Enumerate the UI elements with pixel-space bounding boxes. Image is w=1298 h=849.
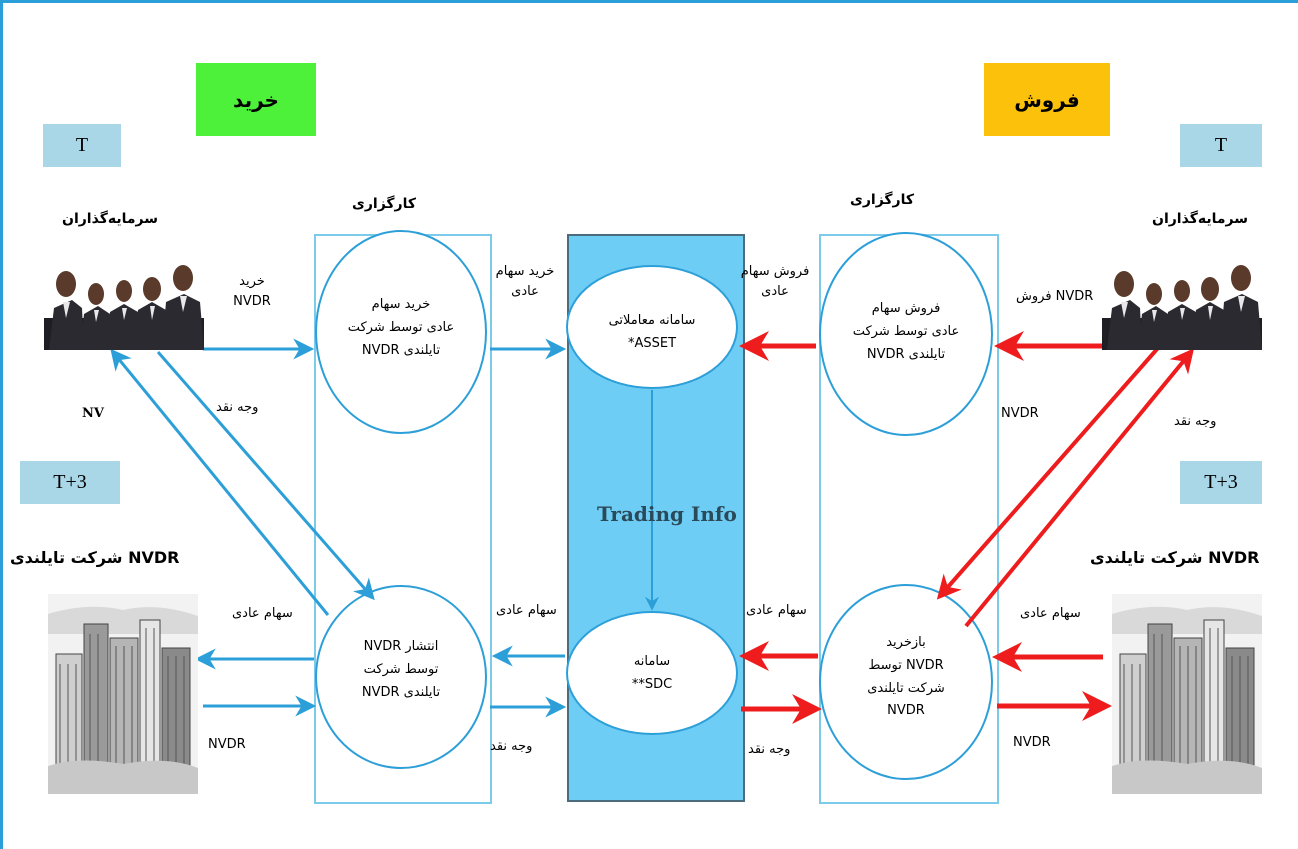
time-box-t-right: T (1180, 124, 1262, 167)
time-box-t3-left: T+3 (20, 461, 120, 504)
circle-line: شرکت تایلندی (867, 680, 945, 696)
circle-buyback (819, 584, 993, 780)
label-common-left-outer: سهام عادی (232, 606, 293, 621)
label-nvdr-right-mid: NVDR (1001, 406, 1039, 421)
label-line: خرید (239, 274, 265, 289)
trading-info-label: Trading Info (597, 502, 737, 526)
label-cash-right-inner: وجه نقد (748, 742, 791, 757)
circle-line: سامانه (633, 654, 671, 669)
circle-line: انتشار NVDR (363, 639, 439, 654)
circle-sell-broker (819, 232, 993, 436)
label-line: خرید سهام (495, 264, 555, 279)
time-box-t3-right: T+3 (1180, 461, 1262, 504)
circle-line: عادی توسط شرکت (852, 323, 960, 339)
label-common-right-inner: سهام عادی (746, 603, 807, 618)
time-box-t-left: T (43, 124, 121, 167)
circle-text-asset: سامانه معاملاتی ASSET* (567, 310, 737, 356)
buildings-icon (48, 594, 198, 794)
label-line: عادی (511, 284, 539, 300)
broker-heading-left: کارگزاری (352, 196, 416, 212)
broker-heading-right: کارگزاری (850, 192, 914, 208)
label-nv-partial: NV (82, 406, 104, 421)
buildings-icon (1112, 594, 1262, 794)
label-cash-right: وجه نقد (1174, 414, 1217, 429)
label-sell-nvdr: فروش NVDR (1016, 289, 1094, 304)
circle-line: بازخرید (886, 635, 926, 650)
label-common-left-inner: سهام عادی (496, 603, 557, 618)
circle-line: NVDR (887, 703, 925, 719)
buy-tag: خرید (196, 63, 316, 136)
circle-issue (315, 585, 487, 769)
circle-line: سامانه معاملاتی (608, 313, 696, 328)
label-line: عادی (761, 284, 789, 300)
circle-line: ASSET* (627, 335, 677, 351)
circle-line: فروش سهام (871, 301, 941, 316)
label-sell-common: فروش سهام عادی (740, 262, 810, 302)
circle-line: تایلندی NVDR (361, 684, 441, 700)
label-cash-left-inner: وجه نقد (490, 739, 533, 754)
arrow-issue-to-investor (110, 348, 330, 616)
sell-tag: فروش (984, 63, 1110, 136)
people-group-icon (1102, 265, 1262, 350)
circle-buy-broker (315, 230, 487, 434)
circle-line: خرید سهام (371, 297, 431, 312)
company-heading-left: شرکت تایلندی NVDR (10, 548, 180, 567)
arrow-investor-to-issue (156, 351, 375, 601)
label-cash-left: وجه نقد (216, 400, 259, 415)
circle-line: NVDR توسط (868, 657, 944, 673)
circle-line: عادی توسط شرکت (347, 319, 455, 335)
circle-text-buyback: بازخرید NVDR توسط شرکت تایلندی NVDR (820, 632, 992, 723)
circle-line: SDC** (631, 676, 673, 692)
circle-sdc (566, 611, 738, 735)
label-buy-nvdr: خرید NVDR (222, 272, 282, 312)
circle-asset (566, 265, 738, 389)
label-line: فروش سهام (740, 264, 810, 279)
label-line: NVDR (233, 294, 271, 310)
circle-text-sell-broker: فروش سهام عادی توسط شرکت تایلندی NVDR (820, 298, 992, 366)
label-nvdr-right-bottom: NVDR (1013, 735, 1051, 750)
circle-text-issue: انتشار NVDR توسط شرکت تایلندی NVDR (316, 636, 486, 704)
circle-line: توسط شرکت (363, 661, 439, 677)
arrow-buyback-to-investor (964, 348, 1195, 628)
circle-line: تایلندی NVDR (361, 342, 441, 358)
label-nvdr-left-bottom: NVDR (208, 737, 246, 752)
frame-left-border (0, 0, 3, 849)
circle-line: تایلندی NVDR (866, 346, 946, 362)
label-buy-common: خرید سهام عادی (490, 262, 560, 302)
label-common-right-outer: سهام عادی (1020, 606, 1081, 621)
people-group-icon (44, 265, 204, 350)
circle-text-sdc: سامانه SDC** (567, 651, 737, 697)
investors-heading-right: سرمایه‌گذاران (1152, 211, 1248, 227)
investors-heading-left: سرمایه‌گذاران (62, 211, 158, 227)
arrow-investor-to-buyback (936, 346, 1160, 600)
frame-top-border (0, 0, 1298, 3)
circle-text-buy-broker: خرید سهام عادی توسط شرکت تایلندی NVDR (316, 294, 486, 362)
company-heading-right: شرکت تایلندی NVDR (1090, 548, 1260, 567)
